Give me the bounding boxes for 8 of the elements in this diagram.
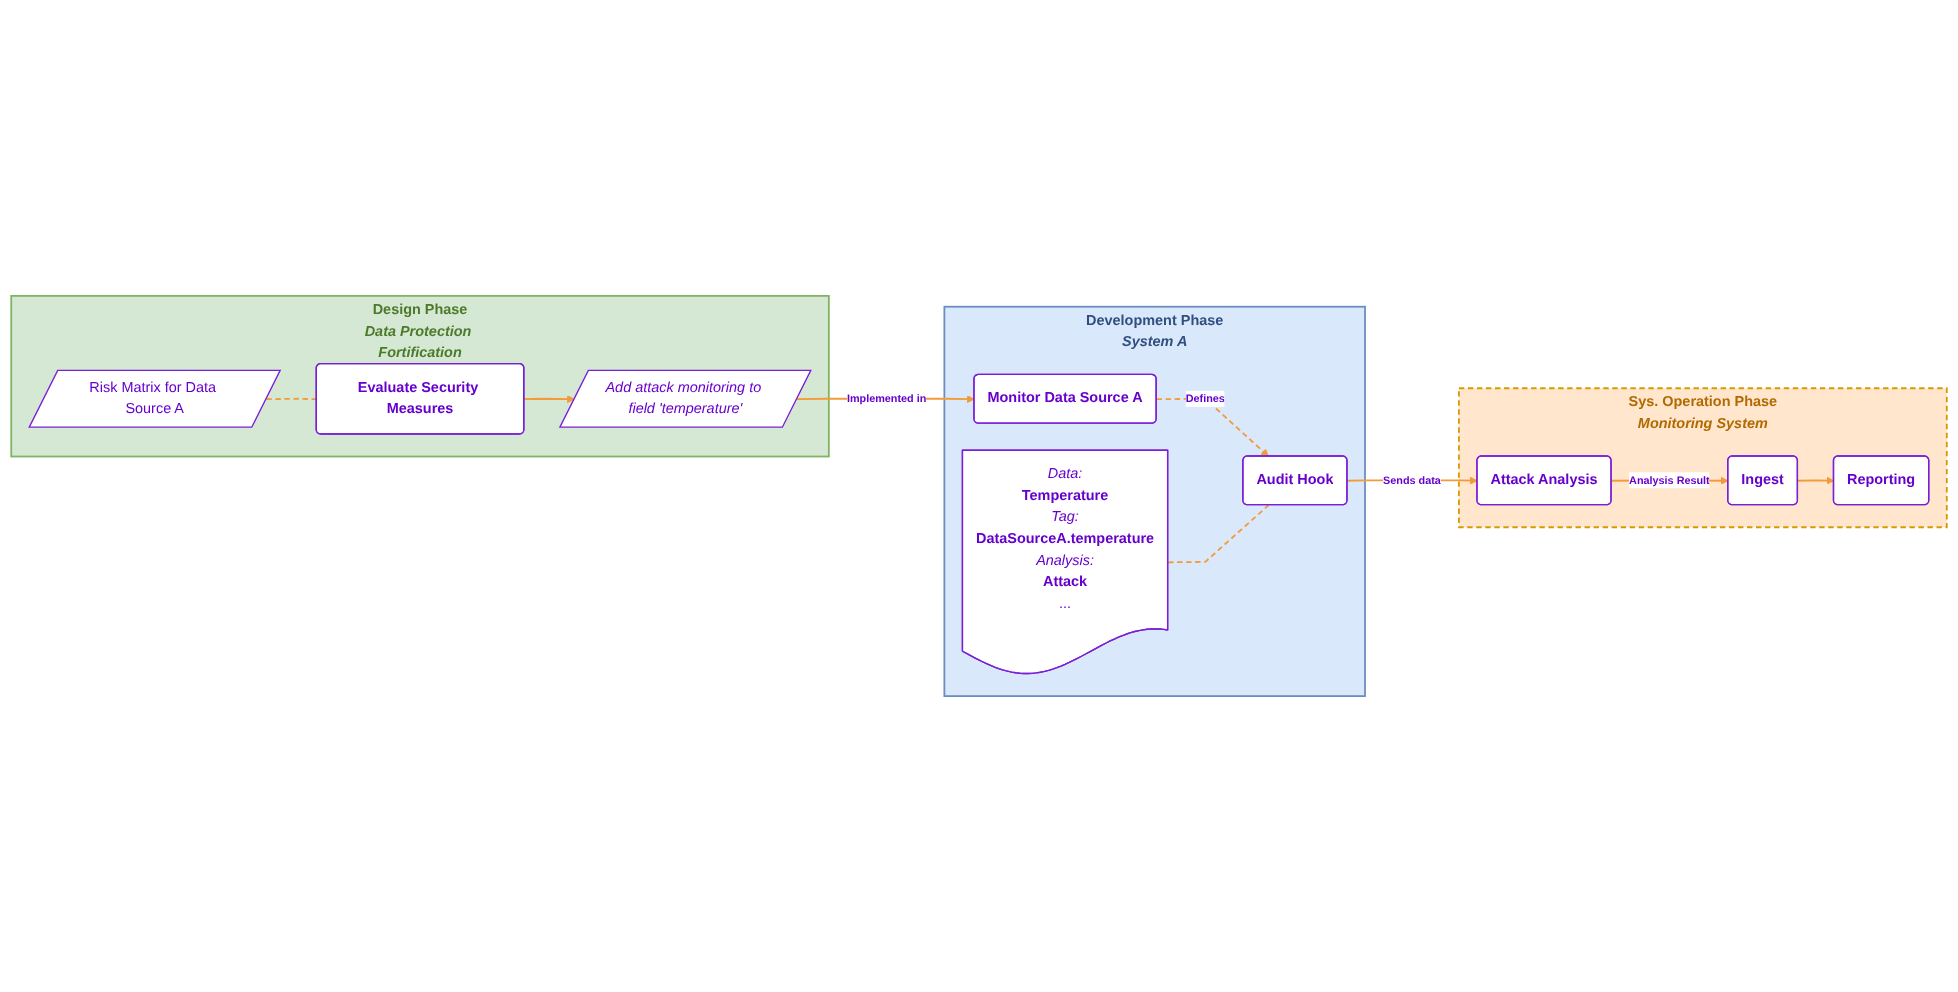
arrow (1796, 476, 1835, 485)
cluster (1458, 387, 1948, 529)
arrow (523, 395, 575, 404)
connector (265, 397, 318, 401)
connector (1167, 504, 1270, 564)
arrow (1155, 397, 1269, 457)
cluster (10, 295, 830, 458)
cluster (943, 305, 1366, 697)
